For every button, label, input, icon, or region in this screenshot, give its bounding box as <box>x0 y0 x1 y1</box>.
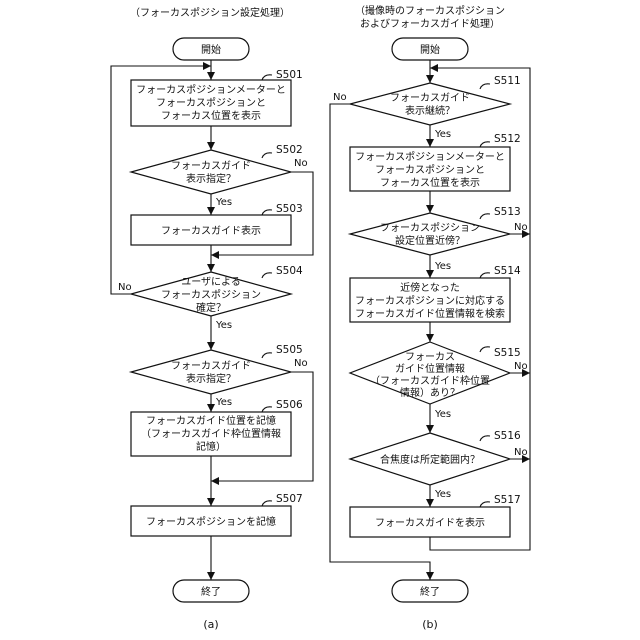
step-s507-line-1: フォーカスポジションを記憶 <box>146 515 276 528</box>
decision-s511-diamond <box>350 83 510 125</box>
decision-s505-label: S505 <box>276 344 303 356</box>
decision-s515-yes: Yes <box>434 409 451 420</box>
decision-s504-leader <box>262 273 272 278</box>
decision-s502-label: S502 <box>276 144 303 156</box>
decision-s515-line-2: ガイド位置情報 <box>395 362 465 375</box>
decision-s515-no: No <box>514 361 528 372</box>
step-s512-label: S512 <box>494 133 521 145</box>
decision-s516-label: S516 <box>494 430 521 442</box>
decision-s513-line-2: 設定位置近傍？ <box>395 234 465 247</box>
step-s514-leader <box>480 273 490 278</box>
decision-s513-label: S513 <box>494 206 521 218</box>
decision-s504-yes: Yes <box>215 320 232 331</box>
panel-a-caption: (a) <box>203 618 218 631</box>
decision-s505-leader <box>262 353 272 358</box>
decision-s504-line-3: 確定？ <box>196 301 226 314</box>
panel-b-caption: (b) <box>422 618 438 631</box>
panel-b-end-label: 終了 <box>420 585 440 598</box>
panel-b-start-label: 開始 <box>420 43 440 56</box>
decision-s516-yes: Yes <box>434 489 451 500</box>
step-s517-leader <box>480 502 490 507</box>
decision-s513-no: No <box>514 222 528 233</box>
step-s512-line-2: フォーカスポジションと <box>375 164 485 176</box>
decision-s504-line-2: フォーカスポジション <box>161 289 261 301</box>
decision-s502-line-2: 表示指定？ <box>186 172 236 185</box>
decision-s511-yes: Yes <box>434 129 451 140</box>
decision-s511-line-2: 表示継続？ <box>405 104 455 117</box>
decision-s515-line-1: フォーカス <box>405 351 455 363</box>
decision-s502-leader <box>262 153 272 158</box>
decision-s515-line-3: （フォーカスガイド枠位置 <box>370 374 490 387</box>
decision-s511-line-1: フォーカスガイド <box>390 92 470 104</box>
decision-s505-diamond <box>131 350 291 394</box>
decision-s504-label: S504 <box>276 265 303 277</box>
panel-b-title-line-1: （撮像時のフォーカスポジション <box>355 4 505 17</box>
step-s501-line-2: フォーカスポジションと <box>156 97 266 109</box>
step-s506-line-2: （フォーカスガイド枠位置情報 <box>141 427 281 440</box>
step-s501-label: S501 <box>276 69 303 81</box>
step-s506-line-1: フォーカスガイド位置を記憶 <box>146 414 276 427</box>
step-s506-leader <box>262 407 272 412</box>
decision-s511-leader <box>480 84 490 89</box>
step-s506-label: S506 <box>276 399 303 411</box>
decision-s505-line-2: 表示指定？ <box>186 372 236 385</box>
decision-s504-no: No <box>118 282 132 293</box>
panel-a-title: （フォーカスポジション設定処理） <box>130 6 290 19</box>
decision-s511-label: S511 <box>494 75 521 87</box>
decision-s502-no: No <box>294 158 308 169</box>
step-s517-label: S517 <box>494 494 521 506</box>
decision-s513-yes: Yes <box>434 261 451 272</box>
step-s514-line-1: 近傍となった <box>400 281 460 294</box>
decision-s505-yes: Yes <box>215 397 232 408</box>
decision-s516-no: No <box>514 447 528 458</box>
panel-b-title-line-2: およびフォーカスガイド処理） <box>360 17 500 30</box>
decision-s513-diamond <box>350 213 510 255</box>
decision-s502-line-1: フォーカスガイド <box>171 160 251 172</box>
panel-a: （フォーカスポジション設定処理） 開始 フォーカスポジションメーターと フォーカ… <box>111 6 313 631</box>
decision-s513-leader <box>480 214 490 219</box>
step-s514-line-3: フォーカスガイド位置情報を検索 <box>355 307 505 320</box>
panel-a-end-label: 終了 <box>201 585 221 598</box>
step-s501-line-3: フォーカス位置を表示 <box>161 109 261 122</box>
decision-s513-line-1: フォーカスポジション <box>380 222 480 234</box>
step-s507-label: S507 <box>276 493 303 505</box>
decision-s502-yes: Yes <box>215 197 232 208</box>
step-s512-leader <box>480 142 490 147</box>
decision-s502-diamond <box>131 150 291 194</box>
step-s503-leader <box>262 210 272 215</box>
step-s514-line-2: フォーカスポジションに対応する <box>355 294 505 307</box>
decision-s515-line-4: 情報）あり？ <box>400 386 460 399</box>
step-s512-line-1: フォーカスポジションメーターと <box>355 151 505 163</box>
decision-s505-line-1: フォーカスガイド <box>171 360 251 372</box>
decision-s505-no: No <box>294 358 308 369</box>
decision-s516-line-1: 合焦度は所定範囲内？ <box>380 453 480 466</box>
step-s503-label: S503 <box>276 203 303 215</box>
step-s503-line-1: フォーカスガイド表示 <box>161 224 261 237</box>
decision-s504-line-1: ユーザによる <box>181 276 241 288</box>
step-s507-leader <box>262 501 272 506</box>
step-s512-line-3: フォーカス位置を表示 <box>380 176 480 189</box>
panel-b: （撮像時のフォーカスポジション およびフォーカスガイド処理） 開始 フォーカスガ… <box>330 4 530 631</box>
step-s501-line-1: フォーカスポジションメーターと <box>136 84 286 96</box>
step-s501-leader <box>262 75 272 80</box>
panel-a-start-label: 開始 <box>201 43 221 56</box>
decision-s511-no: No <box>333 92 347 103</box>
decision-s516-leader <box>480 436 490 441</box>
decision-s515-label: S515 <box>494 347 521 359</box>
step-s514-label: S514 <box>494 265 521 277</box>
decision-s515-leader <box>480 347 490 352</box>
step-s517-line-1: フォーカスガイドを表示 <box>375 516 485 529</box>
step-s506-line-3: 記憶） <box>196 440 226 453</box>
